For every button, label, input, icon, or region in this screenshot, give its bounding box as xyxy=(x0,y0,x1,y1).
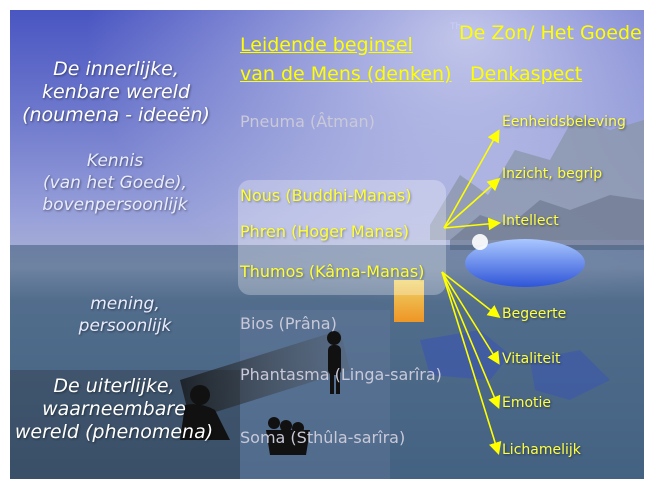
watermark-text: Th... xyxy=(450,22,470,32)
arrow-begeerte xyxy=(441,271,501,318)
arrow-vitaliteit xyxy=(441,271,500,365)
sun-title: De Zon/ Het Goede xyxy=(459,22,642,44)
level-thumos: Thumos (Kâma-Manas) xyxy=(240,262,425,281)
inner-world-label: De innerlijke, kenbare wereld (noumena -… xyxy=(22,58,210,126)
arrow-inzicht xyxy=(443,177,501,229)
level-soma: Soma (Sthûla-sarîra) xyxy=(240,428,406,447)
aspect-emotie: Emotie xyxy=(502,395,552,411)
aspect-vitaliteit: Vitaliteit xyxy=(502,351,561,367)
slide-canvas: Leidende beginsel van de Mens (denken) D… xyxy=(10,10,644,479)
highlight-box xyxy=(238,180,446,295)
arrow-lichamelijk xyxy=(441,271,502,456)
level-pneuma: Pneuma (Âtman) xyxy=(240,112,375,131)
arrows-layer xyxy=(441,129,502,456)
principle-title-line1: Leidende beginsel xyxy=(240,34,413,56)
aspect-begeerte: Begeerte xyxy=(502,306,567,322)
knowledge-label: Kennis (van het Goede), bovenpersoonlijk xyxy=(42,151,188,215)
aspect-title: Denkaspect xyxy=(470,63,583,85)
level-nous: Nous (Buddhi-Manas) xyxy=(240,186,412,205)
aspect-lichamelijk: Lichamelijk xyxy=(502,442,581,458)
aspect-intellect: Intellect xyxy=(502,213,559,229)
level-phantasma: Phantasma (Linga-sarîra) xyxy=(240,365,442,384)
aspect-inzicht: Inzicht, begrip xyxy=(502,166,603,182)
arrow-emotie xyxy=(441,271,501,409)
opinion-label: mening, persoonlijk xyxy=(78,294,172,336)
level-phren: Phren (Hoger Manas) xyxy=(240,222,409,241)
arrow-eenheidsbeleving xyxy=(443,129,500,229)
aspect-eenheidsbeleving: Eenheidsbeleving xyxy=(502,114,626,130)
background-scene xyxy=(10,10,644,479)
level-bios: Bios (Prâna) xyxy=(240,314,337,333)
principle-title-line2: van de Mens (denken) xyxy=(240,63,452,85)
outer-world-label: De uiterlijke, waarneembare wereld (phen… xyxy=(14,375,214,443)
arrow-intellect xyxy=(443,217,502,231)
